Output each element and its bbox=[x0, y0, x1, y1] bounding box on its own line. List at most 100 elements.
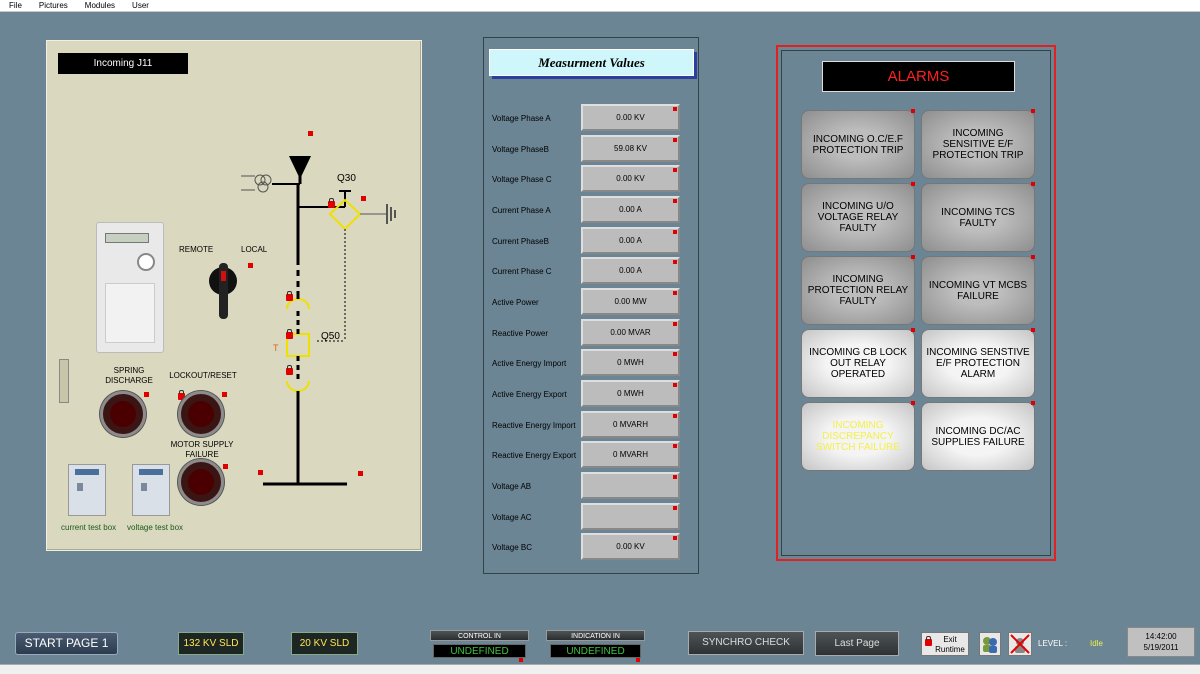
panel-title: Incoming J11 bbox=[58, 53, 188, 74]
spring-discharge-label-1: SPRING bbox=[113, 366, 145, 375]
measurement-value-text: 0 MWH bbox=[617, 389, 644, 398]
menu-pictures[interactable]: Pictures bbox=[38, 1, 68, 10]
synchro-check-button[interactable]: SYNCHRO CHECK bbox=[688, 631, 804, 655]
alarm-indicator[interactable]: INCOMING DISCREPANCY SWITCH FAILURE bbox=[801, 401, 915, 471]
measurement-label: Voltage PhaseB bbox=[492, 145, 549, 154]
measurement-label: Current Phase C bbox=[492, 267, 552, 276]
measurement-value: 0.00 KV bbox=[581, 533, 680, 560]
control-in-value: UNDEFINED bbox=[433, 644, 526, 658]
status-dot bbox=[673, 352, 677, 356]
menu-user[interactable]: User bbox=[132, 1, 149, 10]
alarm-indicator[interactable]: INCOMING DC/AC SUPPLIES FAILURE bbox=[921, 401, 1035, 471]
status-dot bbox=[223, 464, 228, 469]
motor-supply-failure-button[interactable] bbox=[178, 459, 224, 505]
clock-display: 14:42:00 5/19/2011 bbox=[1127, 627, 1195, 657]
alarm-indicator[interactable]: INCOMING TCS FAULTY bbox=[921, 182, 1035, 252]
measurement-value-text: 59.08 KV bbox=[614, 144, 647, 153]
measurement-value: 0 MWH bbox=[581, 349, 680, 376]
measurement-value-text: 0 MVARH bbox=[613, 420, 648, 429]
status-dot bbox=[673, 230, 677, 234]
disconnector-lower[interactable] bbox=[286, 380, 310, 392]
status-dot bbox=[911, 109, 915, 113]
measurement-value: 0.00 KV bbox=[581, 165, 680, 192]
switch-handle[interactable] bbox=[219, 263, 228, 319]
q50-label: Q50 bbox=[321, 331, 340, 342]
measurement-value: 59.08 KV bbox=[581, 135, 680, 162]
spring-discharge-button[interactable] bbox=[100, 391, 146, 437]
lockout-reset-button[interactable] bbox=[178, 391, 224, 437]
clock-date: 5/19/2011 bbox=[1143, 643, 1179, 652]
transformer-icon bbox=[241, 174, 272, 193]
meter-display bbox=[105, 233, 149, 243]
measurement-panel: Measurment Values Voltage Phase A 0.00 KV… bbox=[483, 37, 699, 574]
measurement-value-text: 0.00 MVAR bbox=[610, 328, 651, 337]
measurement-value bbox=[581, 503, 680, 530]
alarm-indicator[interactable]: INCOMING O.C/E.F PROTECTION TRIP bbox=[801, 109, 915, 179]
alarm-indicator[interactable]: INCOMING SENSITIVE E/F PROTECTION TRIP bbox=[921, 109, 1035, 179]
measurement-label: Reactive Energy Export bbox=[492, 451, 577, 460]
switch-indicator bbox=[221, 271, 226, 281]
menu-modules[interactable]: Modules bbox=[84, 1, 116, 10]
indication-in-value: UNDEFINED bbox=[550, 644, 641, 658]
alarms-title: ALARMS bbox=[822, 61, 1015, 92]
start-page-button[interactable]: START PAGE 1 bbox=[15, 632, 118, 655]
status-dot bbox=[673, 536, 677, 540]
local-label: LOCAL bbox=[241, 245, 268, 254]
status-dot bbox=[1031, 109, 1035, 113]
exit-runtime-label-2: Runtime bbox=[935, 645, 965, 654]
current-test-box[interactable] bbox=[68, 464, 106, 516]
clock-time: 14:42:00 bbox=[1145, 632, 1177, 641]
voltage-test-box[interactable] bbox=[132, 464, 170, 516]
measurement-value: 0.00 KV bbox=[581, 104, 680, 131]
users-icon[interactable] bbox=[979, 632, 1001, 656]
control-panel: Incoming J11 bbox=[46, 40, 422, 551]
status-dot bbox=[673, 107, 677, 111]
measurement-value-text: 0 MVARH bbox=[613, 450, 648, 459]
status-strip bbox=[0, 664, 1200, 674]
status-dot bbox=[911, 328, 915, 332]
meter-body bbox=[105, 283, 155, 343]
exit-runtime-button[interactable]: Exit Runtime bbox=[921, 632, 969, 656]
last-page-button[interactable]: Last Page bbox=[815, 631, 899, 656]
status-dot bbox=[1031, 401, 1035, 405]
alarm-indicator[interactable]: INCOMING SENSTIVE E/F PROTECTION ALARM bbox=[921, 328, 1035, 398]
measurement-label: Voltage Phase A bbox=[492, 114, 551, 123]
status-dot bbox=[673, 475, 677, 479]
measurement-value-text: 0.00 KV bbox=[616, 542, 645, 551]
kv20-sld-button[interactable]: 20 KV SLD bbox=[291, 632, 358, 655]
exit-runtime-label-1: Exit bbox=[943, 635, 957, 644]
measurement-value: 0 MVARH bbox=[581, 411, 680, 438]
remote-label: REMOTE bbox=[179, 245, 214, 254]
status-dot bbox=[222, 392, 227, 397]
no-users-icon[interactable] bbox=[1008, 632, 1032, 656]
alarm-indicator[interactable]: INCOMING VT MCBS FAILURE bbox=[921, 255, 1035, 325]
alarm-indicator[interactable]: INCOMING U/O VOLTAGE RELAY FAULTY bbox=[801, 182, 915, 252]
measurement-title: Measurment Values bbox=[489, 49, 694, 76]
measurement-value-text: 0 MWH bbox=[617, 358, 644, 367]
measurement-value-text: 0.00 A bbox=[619, 205, 642, 214]
disconnector-upper[interactable] bbox=[286, 298, 310, 310]
current-test-box-label: current test box bbox=[61, 523, 117, 532]
menu-file[interactable]: File bbox=[9, 1, 22, 10]
status-dot bbox=[1031, 328, 1035, 332]
q30-label: Q30 bbox=[337, 173, 356, 184]
kv132-sld-button[interactable]: 132 KV SLD bbox=[178, 632, 244, 655]
alarm-indicator[interactable]: INCOMING CB LOCK OUT RELAY OPERATED bbox=[801, 328, 915, 398]
single-line-diagram bbox=[241, 156, 396, 486]
status-dot bbox=[673, 506, 677, 510]
measurement-value-text: 0.00 KV bbox=[616, 113, 645, 122]
status-dot bbox=[673, 291, 677, 295]
measurement-label: Voltage AB bbox=[492, 482, 532, 491]
alarm-indicator[interactable]: INCOMING PROTECTION RELAY FAULTY bbox=[801, 255, 915, 325]
t-label: T bbox=[273, 343, 279, 353]
status-dot bbox=[519, 658, 523, 662]
spring-discharge-label-2: DISCHARGE bbox=[105, 376, 153, 385]
lock-icon bbox=[925, 636, 932, 646]
status-dot bbox=[673, 260, 677, 264]
status-dot bbox=[673, 199, 677, 203]
status-dot bbox=[673, 383, 677, 387]
alarm-label: INCOMING PROTECTION RELAY FAULTY bbox=[807, 274, 909, 307]
measurement-value: 0.00 MW bbox=[581, 288, 680, 315]
alarm-label: INCOMING SENSITIVE E/F PROTECTION TRIP bbox=[932, 128, 1024, 161]
